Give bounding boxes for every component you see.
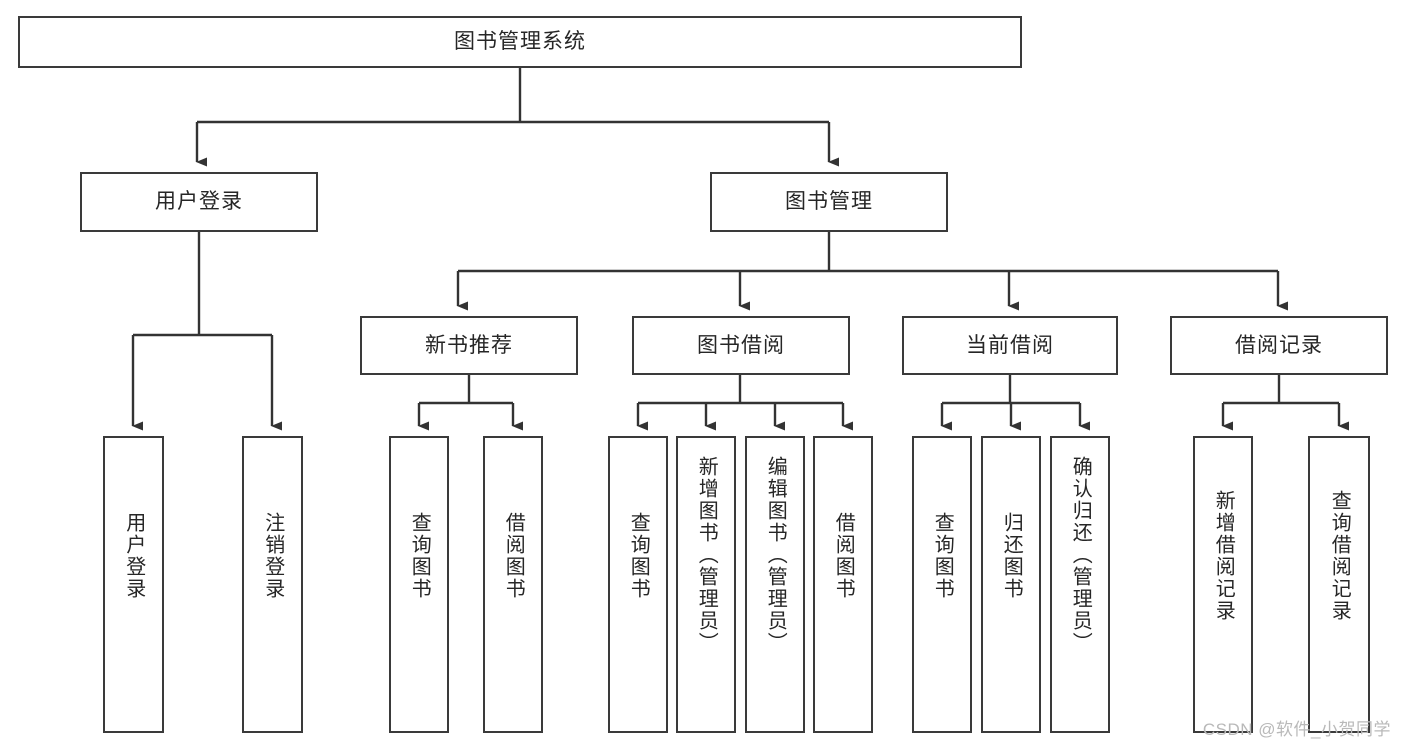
- leaf-borrow-add[interactable]: 新增图书（管理员）: [676, 436, 736, 733]
- node-current-borrow[interactable]: 当前借阅: [902, 316, 1118, 375]
- node-book-manage[interactable]: 图书管理: [710, 172, 948, 232]
- leaf-user-login-label: 用户登录: [122, 512, 145, 600]
- node-user-login[interactable]: 用户登录: [80, 172, 318, 232]
- leaf-borrow-edit[interactable]: 编辑图书（管理员）: [745, 436, 805, 733]
- leaf-newbook-borrow[interactable]: 借阅图书: [483, 436, 543, 733]
- node-new-book-label: 新书推荐: [425, 333, 513, 357]
- node-current-borrow-label: 当前借阅: [966, 333, 1054, 357]
- leaf-newbook-query-label: 查询图书: [408, 512, 431, 600]
- leaf-borrow-borrow[interactable]: 借阅图书: [813, 436, 873, 733]
- node-root-label: 图书管理系统: [454, 30, 586, 54]
- leaf-record-query-label: 查询借阅记录: [1328, 490, 1351, 622]
- leaf-borrow-query[interactable]: 查询图书: [608, 436, 668, 733]
- node-book-manage-label: 图书管理: [785, 190, 873, 214]
- node-borrow-record-label: 借阅记录: [1235, 333, 1323, 357]
- node-root[interactable]: 图书管理系统: [18, 16, 1022, 68]
- leaf-borrow-add-label: 新增图书（管理员）: [695, 456, 718, 654]
- leaf-current-query[interactable]: 查询图书: [912, 436, 972, 733]
- leaf-current-return[interactable]: 归还图书: [981, 436, 1041, 733]
- node-borrow-record[interactable]: 借阅记录: [1170, 316, 1388, 375]
- leaf-newbook-borrow-label: 借阅图书: [502, 512, 525, 600]
- leaf-logout-label: 注销登录: [261, 512, 284, 600]
- leaf-borrow-edit-label: 编辑图书（管理员）: [764, 456, 787, 654]
- leaf-current-confirm-label: 确认归还（管理员）: [1069, 456, 1092, 654]
- leaf-logout[interactable]: 注销登录: [242, 436, 303, 733]
- leaf-current-confirm[interactable]: 确认归还（管理员）: [1050, 436, 1110, 733]
- leaf-borrow-query-label: 查询图书: [627, 512, 650, 600]
- leaf-newbook-query[interactable]: 查询图书: [389, 436, 449, 733]
- leaf-record-add[interactable]: 新增借阅记录: [1193, 436, 1253, 733]
- leaf-current-query-label: 查询图书: [931, 512, 954, 600]
- leaf-borrow-borrow-label: 借阅图书: [832, 512, 855, 600]
- node-book-borrow-label: 图书借阅: [697, 333, 785, 357]
- leaf-record-query[interactable]: 查询借阅记录: [1308, 436, 1370, 733]
- node-new-book[interactable]: 新书推荐: [360, 316, 578, 375]
- node-user-login-label: 用户登录: [155, 190, 243, 214]
- node-book-borrow[interactable]: 图书借阅: [632, 316, 850, 375]
- leaf-current-return-label: 归还图书: [1000, 512, 1023, 600]
- leaf-record-add-label: 新增借阅记录: [1212, 490, 1235, 622]
- leaf-user-login[interactable]: 用户登录: [103, 436, 164, 733]
